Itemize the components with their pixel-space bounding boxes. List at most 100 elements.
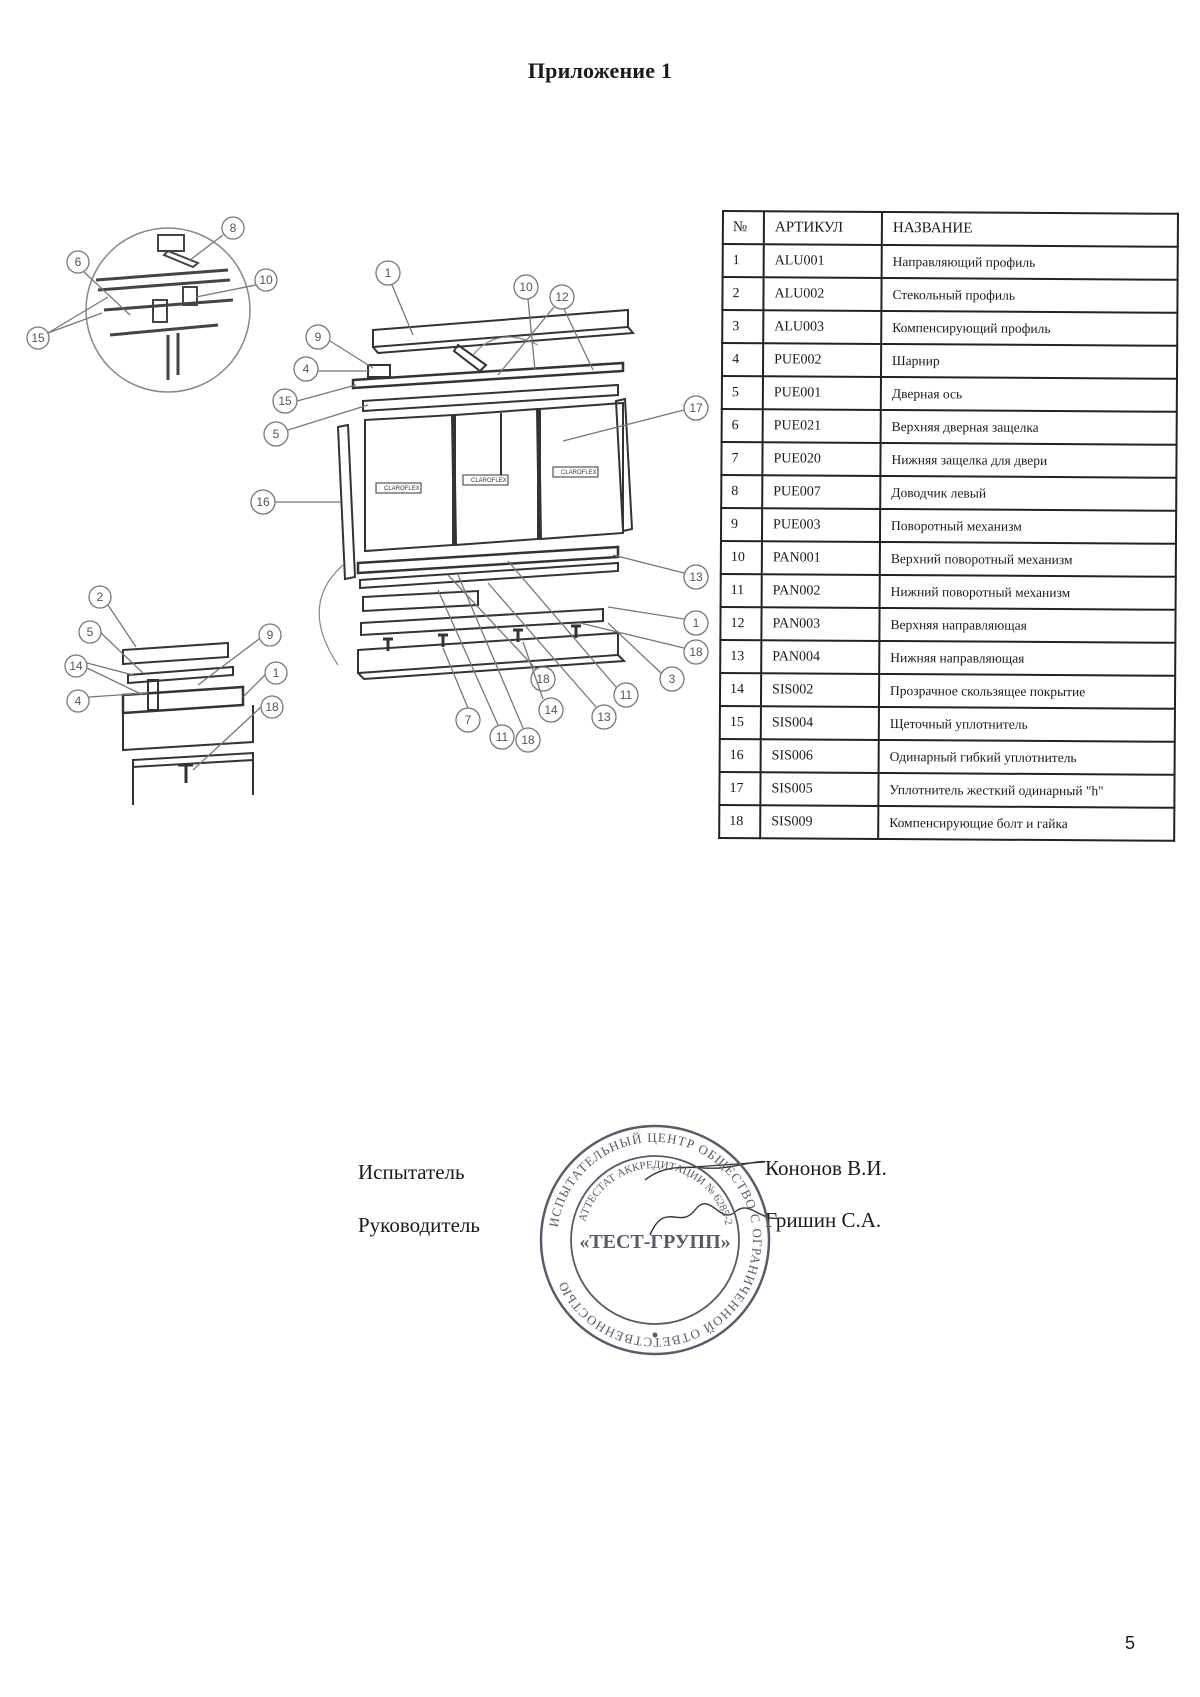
row-name: Щеточный уплотнитель — [878, 706, 1175, 742]
svg-text:АТТЕСТАТ АККРЕДИТАЦИИ № 6285-2: АТТЕСТАТ АККРЕДИТАЦИИ № 6285-2 — [577, 1159, 735, 1226]
row-name: Поворотный механизм — [879, 508, 1177, 544]
callout-label: 4 — [75, 694, 82, 708]
row-article: PAN003 — [761, 607, 880, 641]
row-article: SIS009 — [760, 805, 879, 839]
row-name: Верхняя направляющая — [879, 607, 1176, 643]
callout-label: 5 — [87, 625, 94, 639]
callout-label: 1 — [693, 616, 700, 630]
row-article: SIS006 — [760, 739, 879, 773]
brand-label: CLAROFLEX — [384, 486, 420, 492]
row-number: 12 — [720, 606, 762, 641]
callout-label: 9 — [315, 330, 322, 344]
callout-label: 18 — [265, 700, 279, 714]
callout-label: 18 — [689, 645, 703, 659]
row-article: PAN004 — [761, 640, 880, 674]
column-header-article: АРТИКУЛ — [763, 211, 882, 245]
callout-label: 10 — [519, 280, 533, 294]
callouts-top-detail — [26, 216, 278, 350]
row-number: 18 — [719, 804, 761, 839]
row-name: Компенсирующий профиль — [881, 310, 1178, 346]
callout-label: 8 — [230, 221, 237, 235]
callout-label: 10 — [259, 273, 273, 287]
column-header-number: № — [722, 211, 764, 245]
row-article: PUE021 — [762, 409, 881, 443]
row-name: Нижняя защелка для двери — [880, 442, 1177, 478]
callout-label: 1 — [385, 266, 392, 280]
callout-label: 7 — [465, 713, 472, 727]
callout-label: 6 — [75, 255, 82, 269]
callout-label: 11 — [620, 688, 633, 702]
row-article: PUE020 — [762, 442, 881, 476]
callout-label: 16 — [256, 495, 270, 509]
row-name: Стекольный профиль — [881, 277, 1178, 313]
row-article: SIS005 — [760, 772, 879, 806]
row-number: 10 — [720, 540, 762, 575]
row-name: Верхний поворотный механизм — [879, 541, 1176, 577]
top-detail — [85, 227, 251, 393]
row-number: 9 — [720, 508, 763, 542]
page-title: Приложение 1 — [527, 58, 673, 83]
brand-label: CLAROFLEX — [561, 470, 597, 476]
row-number: 5 — [721, 376, 763, 410]
callout-label: 3 — [669, 672, 676, 686]
row-name: Верхняя дверная защелка — [880, 409, 1177, 445]
callout-labels-top: 8 6 10 15 — [31, 221, 273, 345]
row-number: 1 — [722, 244, 764, 278]
row-number: 3 — [722, 310, 764, 344]
callout-label: 15 — [31, 331, 45, 345]
callout-label: 1 — [273, 666, 280, 680]
row-name: Нижняя направляющая — [879, 640, 1176, 676]
row-name: Одинарный гибкий уплотнитель — [878, 739, 1175, 775]
row-number: 17 — [719, 771, 761, 806]
column-header-name: НАЗВАНИЕ — [881, 211, 1178, 247]
row-number: 15 — [719, 705, 761, 740]
row-name: Доводчик левый — [880, 475, 1177, 511]
callout-label: 18 — [521, 733, 535, 747]
tester-label: Испытатель — [358, 1160, 465, 1184]
row-number: 13 — [720, 639, 762, 674]
main-assembly — [336, 308, 636, 681]
row-article: PUE001 — [762, 376, 881, 410]
row-number: 8 — [721, 475, 763, 509]
table-header-row: № АРТИКУЛ НАЗВАНИЕ — [722, 211, 1178, 247]
row-article: SIS002 — [760, 673, 880, 707]
row-name: Прозрачное скользящее покрытие — [878, 673, 1176, 709]
page-number: 5 — [1125, 1633, 1136, 1653]
row-name: Дверная ось — [880, 376, 1177, 412]
brand-plates: CLAROFLEX CLAROFLEX CLAROFLEX — [375, 466, 599, 494]
callout-label: 5 — [273, 427, 280, 441]
brand-label: CLAROFLEX — [471, 478, 507, 484]
row-name: Направляющий профиль — [881, 244, 1178, 280]
row-article: PUE002 — [762, 343, 882, 377]
row-article: ALU003 — [763, 310, 882, 344]
callout-label: 14 — [69, 659, 83, 673]
stamp-inner-text: АТТЕСТАТ АККРЕДИТАЦИИ № 6285-2 — [577, 1159, 735, 1226]
callout-label: 13 — [689, 570, 703, 584]
callout-label: 9 — [267, 628, 274, 642]
row-number: 11 — [720, 573, 762, 608]
callout-label: 18 — [536, 672, 550, 686]
row-article: PAN002 — [761, 574, 880, 608]
row-number: 7 — [721, 442, 763, 476]
callout-labels-main: 1 10 12 9 4 15 5 17 16 13 1 18 3 11 13 1… — [256, 266, 703, 747]
row-number: 16 — [719, 738, 761, 773]
row-name: Компенсирующие болт и гайка — [878, 805, 1175, 841]
row-article: PUE007 — [762, 475, 881, 509]
row-name: Уплотнитель жесткий одинарный "h" — [878, 772, 1175, 808]
callout-label: 14 — [544, 703, 558, 717]
bottom-detail — [121, 641, 254, 805]
